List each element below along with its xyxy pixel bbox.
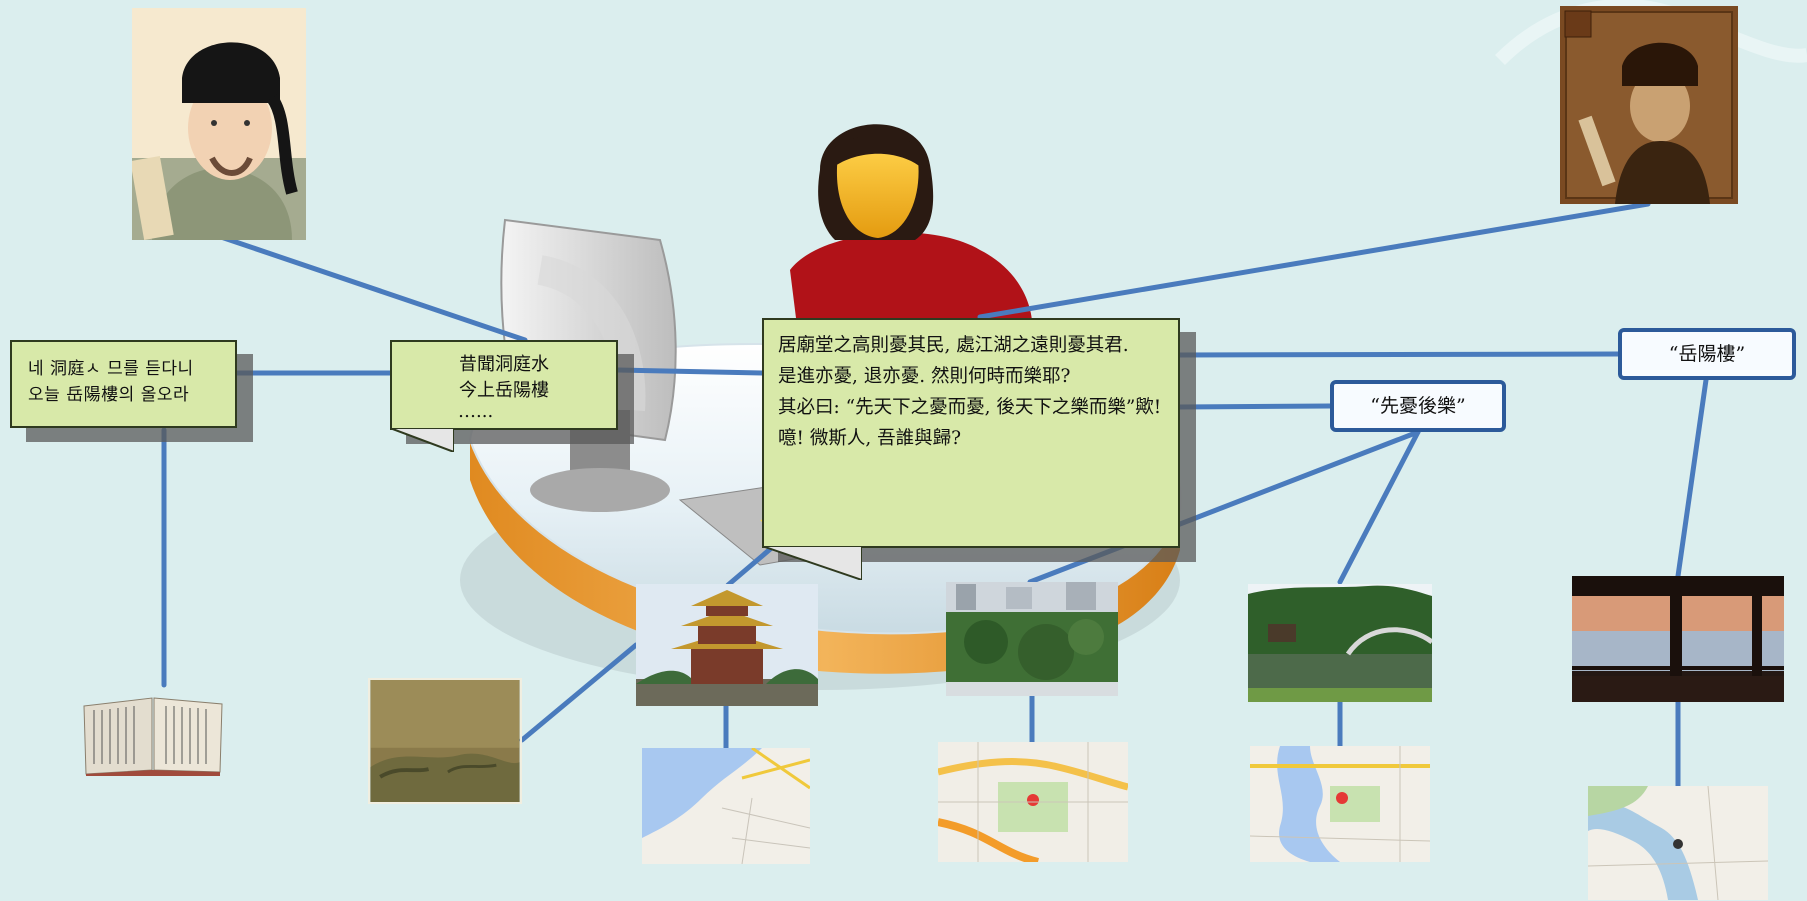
japanese-garden-bridge-photo: [1248, 584, 1432, 702]
note-fold-icon: [762, 546, 862, 580]
note-main-line-4: 噫! 微斯人, 吾誰與歸?: [778, 428, 961, 449]
note-classical-verse: 昔聞洞庭水 今上岳陽樓 …...: [390, 340, 618, 452]
city-park-aerial-photo: [946, 582, 1118, 696]
note-yueyanglou-ji-excerpt: 居廟堂之高則憂其民, 處江湖之遠則憂其君. 是進亦憂, 退亦憂. 然則何時而樂耶…: [762, 318, 1180, 580]
note-classical-line-2: 今上岳陽樓: [459, 380, 549, 401]
note-korean-line-2: 오늘 岳陽樓의 올오라: [28, 385, 190, 405]
note-fold-icon: [10, 426, 74, 428]
map-yueyang: [642, 748, 810, 864]
old-book: [80, 692, 226, 776]
label-xian-you-hou-le: “先憂後樂”: [1330, 380, 1506, 432]
note-main-line-1: 居廟堂之高則憂其民, 處江湖之遠則憂其君.: [778, 335, 1129, 356]
note-korean-verse: 네 洞庭ㅅ 므를 듣다니 오늘 岳陽樓의 올오라: [10, 340, 237, 428]
map-river: [1588, 786, 1768, 900]
note-fold-icon: [390, 428, 454, 452]
lake-sunset-pavilion-photo: [1572, 576, 1784, 702]
note-main-line-2: 是進亦憂, 退亦憂. 然則何時而樂耶?: [778, 366, 1071, 387]
map-okayama: [1250, 746, 1430, 862]
landscape-scroll-painting: [368, 678, 522, 804]
portrait-fan-zhongyan: [1560, 6, 1738, 204]
yueyang-tower-photo: [636, 584, 818, 706]
note-main-line-3: 其必曰: “先天下之憂而憂, 後天下之樂而樂”歟!: [778, 397, 1162, 418]
note-classical-line-3: …...: [458, 401, 494, 422]
map-city-park: [938, 742, 1128, 862]
note-korean-line-1: 네 洞庭ㅅ 므를 듣다니: [28, 359, 194, 379]
portrait-du-fu: [132, 8, 306, 240]
label-yueyang-lou: “岳陽樓”: [1618, 328, 1796, 380]
note-classical-line-1: 昔聞洞庭水: [459, 354, 549, 375]
